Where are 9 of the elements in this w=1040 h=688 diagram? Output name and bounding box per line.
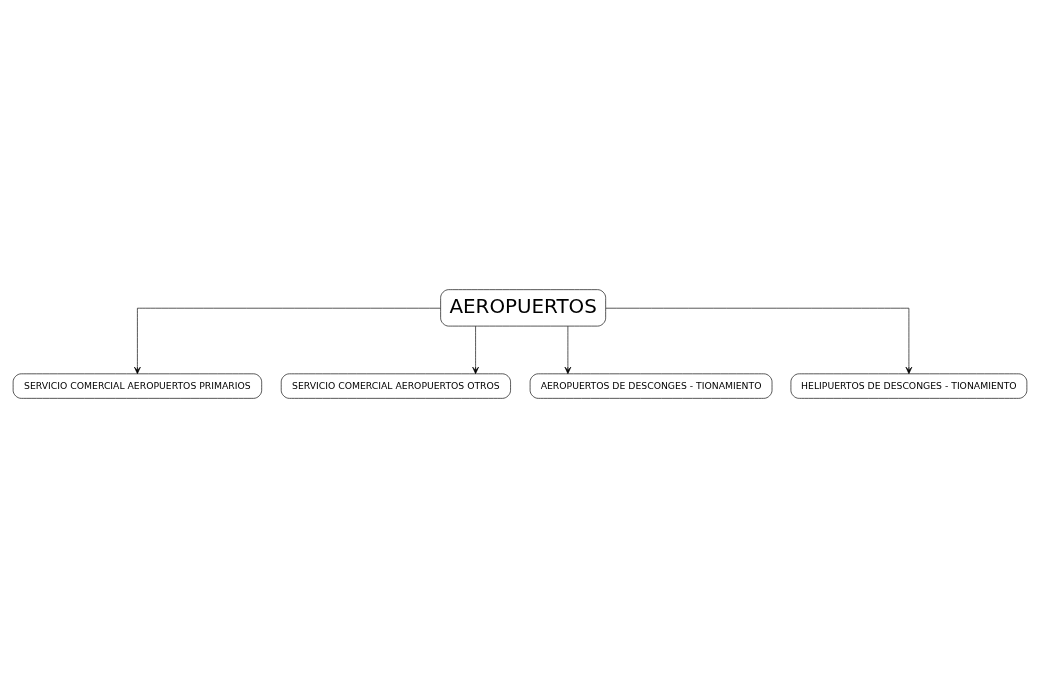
arrow xyxy=(605,307,913,375)
node-box: SERVICIO COMERCIAL AEROPUERTOS PRIMARIOS xyxy=(12,373,262,399)
arrow xyxy=(564,325,572,375)
node-box: SERVICIO COMERCIAL AEROPUERTOS OTROS xyxy=(280,373,511,399)
node-box: AEROPUERTOS xyxy=(440,289,606,327)
node-box: HELIPUERTOS DE DESCONGES - TIONAMIENTO xyxy=(790,373,1028,399)
arrow xyxy=(134,307,441,375)
arrow xyxy=(472,325,479,375)
node-box: AEROPUERTOS DE DESCONGES - TIONAMIENTO xyxy=(529,373,773,399)
